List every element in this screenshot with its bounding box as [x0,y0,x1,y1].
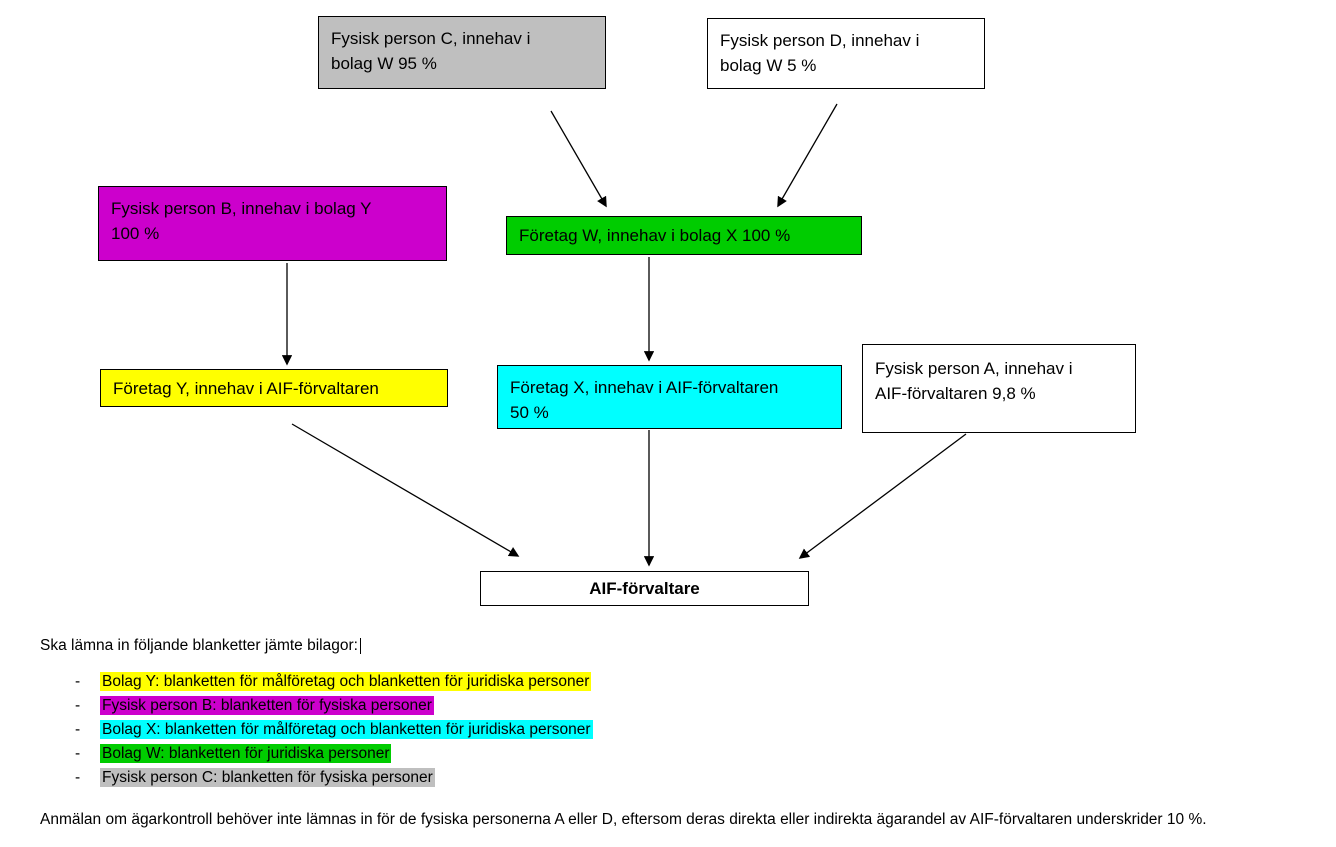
notes-intro: Ska lämna in följande blanketter jämte b… [40,636,1332,656]
notes-section: Ska lämna in följande blanketter jämte b… [40,636,1332,830]
bullet-dash [75,718,100,742]
bullet-dash [75,766,100,790]
box-fysisk-person-a: Fysisk person A, innehav i AIF-förvaltar… [862,344,1136,433]
note-bolag-w: Bolag W: blanketten för juridiska person… [100,744,392,763]
arrow-person-d-to-foretag-w [777,103,838,208]
bullet-dash [75,742,100,766]
box-fysisk-person-d: Fysisk person D, innehav i bolag W 5 % [707,18,985,89]
box-aif-forvaltare: AIF-förvaltare [480,571,809,606]
note-fysisk-person-b: Fysisk person B: blanketten för fysiska … [100,696,434,715]
list-item: Bolag Y: blanketten för målföretag och b… [40,670,1332,694]
note-bolag-x: Bolag X: blanketten för målföretag och b… [100,720,593,739]
note-bolag-y: Bolag Y: blanketten för målföretag och b… [100,672,592,691]
note-fysisk-person-c: Fysisk person C: blanketten för fysiska … [100,768,435,787]
box-foretag-x: Företag X, innehav i AIF-förvaltaren 50 … [497,365,842,429]
arrow-person-c-to-foretag-w [550,110,607,208]
box-fysisk-person-c: Fysisk person C, innehav i bolag W 95 % [318,16,606,89]
bullet-dash [75,670,100,694]
list-item: Bolag X: blanketten för målföretag och b… [40,718,1332,742]
box-foretag-y: Företag Y, innehav i AIF-förvaltaren [100,369,448,407]
box-foretag-w: Företag W, innehav i bolag X 100 % [506,216,862,255]
arrow-person-a-to-aif [798,433,967,559]
arrow-foretag-y-to-aif [291,423,520,557]
notes-list: Bolag Y: blanketten för målföretag och b… [40,670,1332,790]
notes-footer: Anmälan om ägarkontroll behöver inte läm… [40,811,1207,828]
list-item: Bolag W: blanketten för juridiska person… [40,742,1332,766]
list-item: Fysisk person B: blanketten för fysiska … [40,694,1332,718]
bullet-dash [75,694,100,718]
text-cursor [359,638,361,654]
box-fysisk-person-b: Fysisk person B, innehav i bolag Y 100 % [98,186,447,261]
notes-intro-text: Ska lämna in följande blanketter jämte b… [40,637,358,654]
list-item: Fysisk person C: blanketten för fysiska … [40,766,1332,790]
